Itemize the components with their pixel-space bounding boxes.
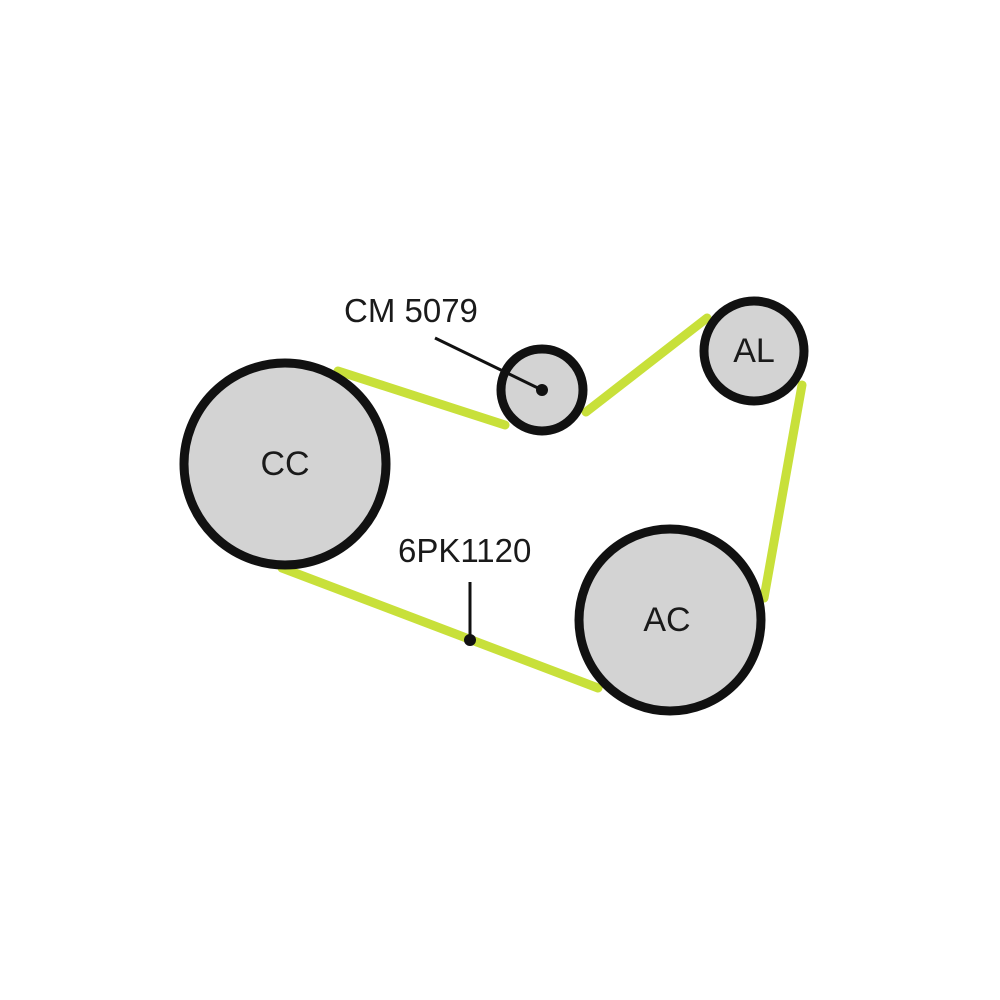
belt-segment-al-to-ac [759,380,807,603]
belt-leader-dot [464,634,476,646]
pulley-ac-compressor: AC [574,524,766,716]
drive-belt [277,313,807,693]
pulley-crankshaft-label: CC [260,445,309,483]
callout-belt: 6PK1120 [398,532,531,646]
tensioner-part-number: CM 5079 [344,292,478,329]
tensioner-leader-dot [536,384,548,396]
belt-part-number: 6PK1120 [398,532,531,569]
pulley-alternator: AL [699,296,809,406]
belt-segment-cc-to-tensioner [333,366,510,430]
tensioner-leader-line [434,336,543,392]
callout-tensioner: CM 5079 [344,292,548,396]
pulley-alternator-body [699,296,809,406]
pulley-crankshaft-body [179,358,391,570]
belt-segment-tensioner-to-al [581,313,712,417]
pulley-alternator-label: AL [733,332,775,370]
pulley-ac-compressor-body [574,524,766,716]
pulley-crankshaft: CC [179,358,391,570]
pulley-ac-compressor-label: AC [643,601,690,639]
belt-segment-ac-to-cc [277,563,603,693]
